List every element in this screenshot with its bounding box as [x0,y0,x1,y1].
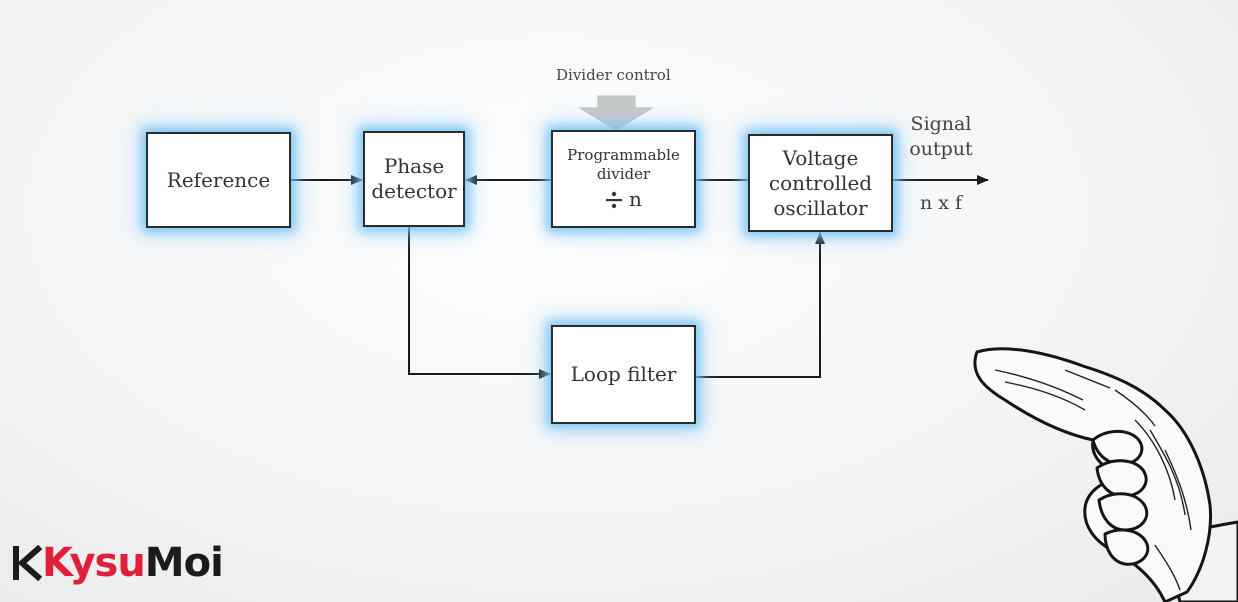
signal-output-label: Signal output [906,112,976,161]
divide-n-label: n [629,187,642,212]
divider-control-arrow [578,95,654,131]
programmable-divider-label-line2: divider [596,164,651,183]
vco-label-line2: controlled [768,170,873,195]
pointing-hand-icon [973,347,1238,602]
divide-icon [606,191,623,208]
logo-chevron-icon [13,545,42,581]
loop-filter-block: Loop filter [551,325,696,424]
phase-detector-block: Phase detector [363,131,465,227]
vco-label-line3: oscillator [773,195,868,220]
divide-by-n: n [605,187,642,212]
phase-detector-label-line1: Phase [383,154,445,178]
signal-output-line1: Signal [910,113,972,135]
logo-text: KysuMoi [42,540,224,586]
wire-phase-to-loop-filter [408,227,551,379]
divider-control-label: Divider control [556,66,671,84]
vco-label-line1: Voltage [782,145,859,170]
signal-output-line2: output [909,137,973,160]
reference-block: Reference [146,132,291,228]
kysumoi-logo: KysuMoi [12,540,224,586]
programmable-divider-block: Programmable divider n [551,130,696,228]
phase-detector-label-line2: detector [371,179,457,203]
logo-text-part1: Kysu [42,540,146,586]
wire-loop-filter-to-vco [696,232,825,378]
output-frequency-label: n x f [919,192,963,214]
reference-label: Reference [166,167,271,192]
logo-text-part2: Moi [144,540,224,586]
programmable-divider-label-line1: Programmable [567,145,680,164]
vco-block: Voltage controlled oscillator [748,134,893,232]
loop-filter-label: Loop filter [570,362,677,386]
